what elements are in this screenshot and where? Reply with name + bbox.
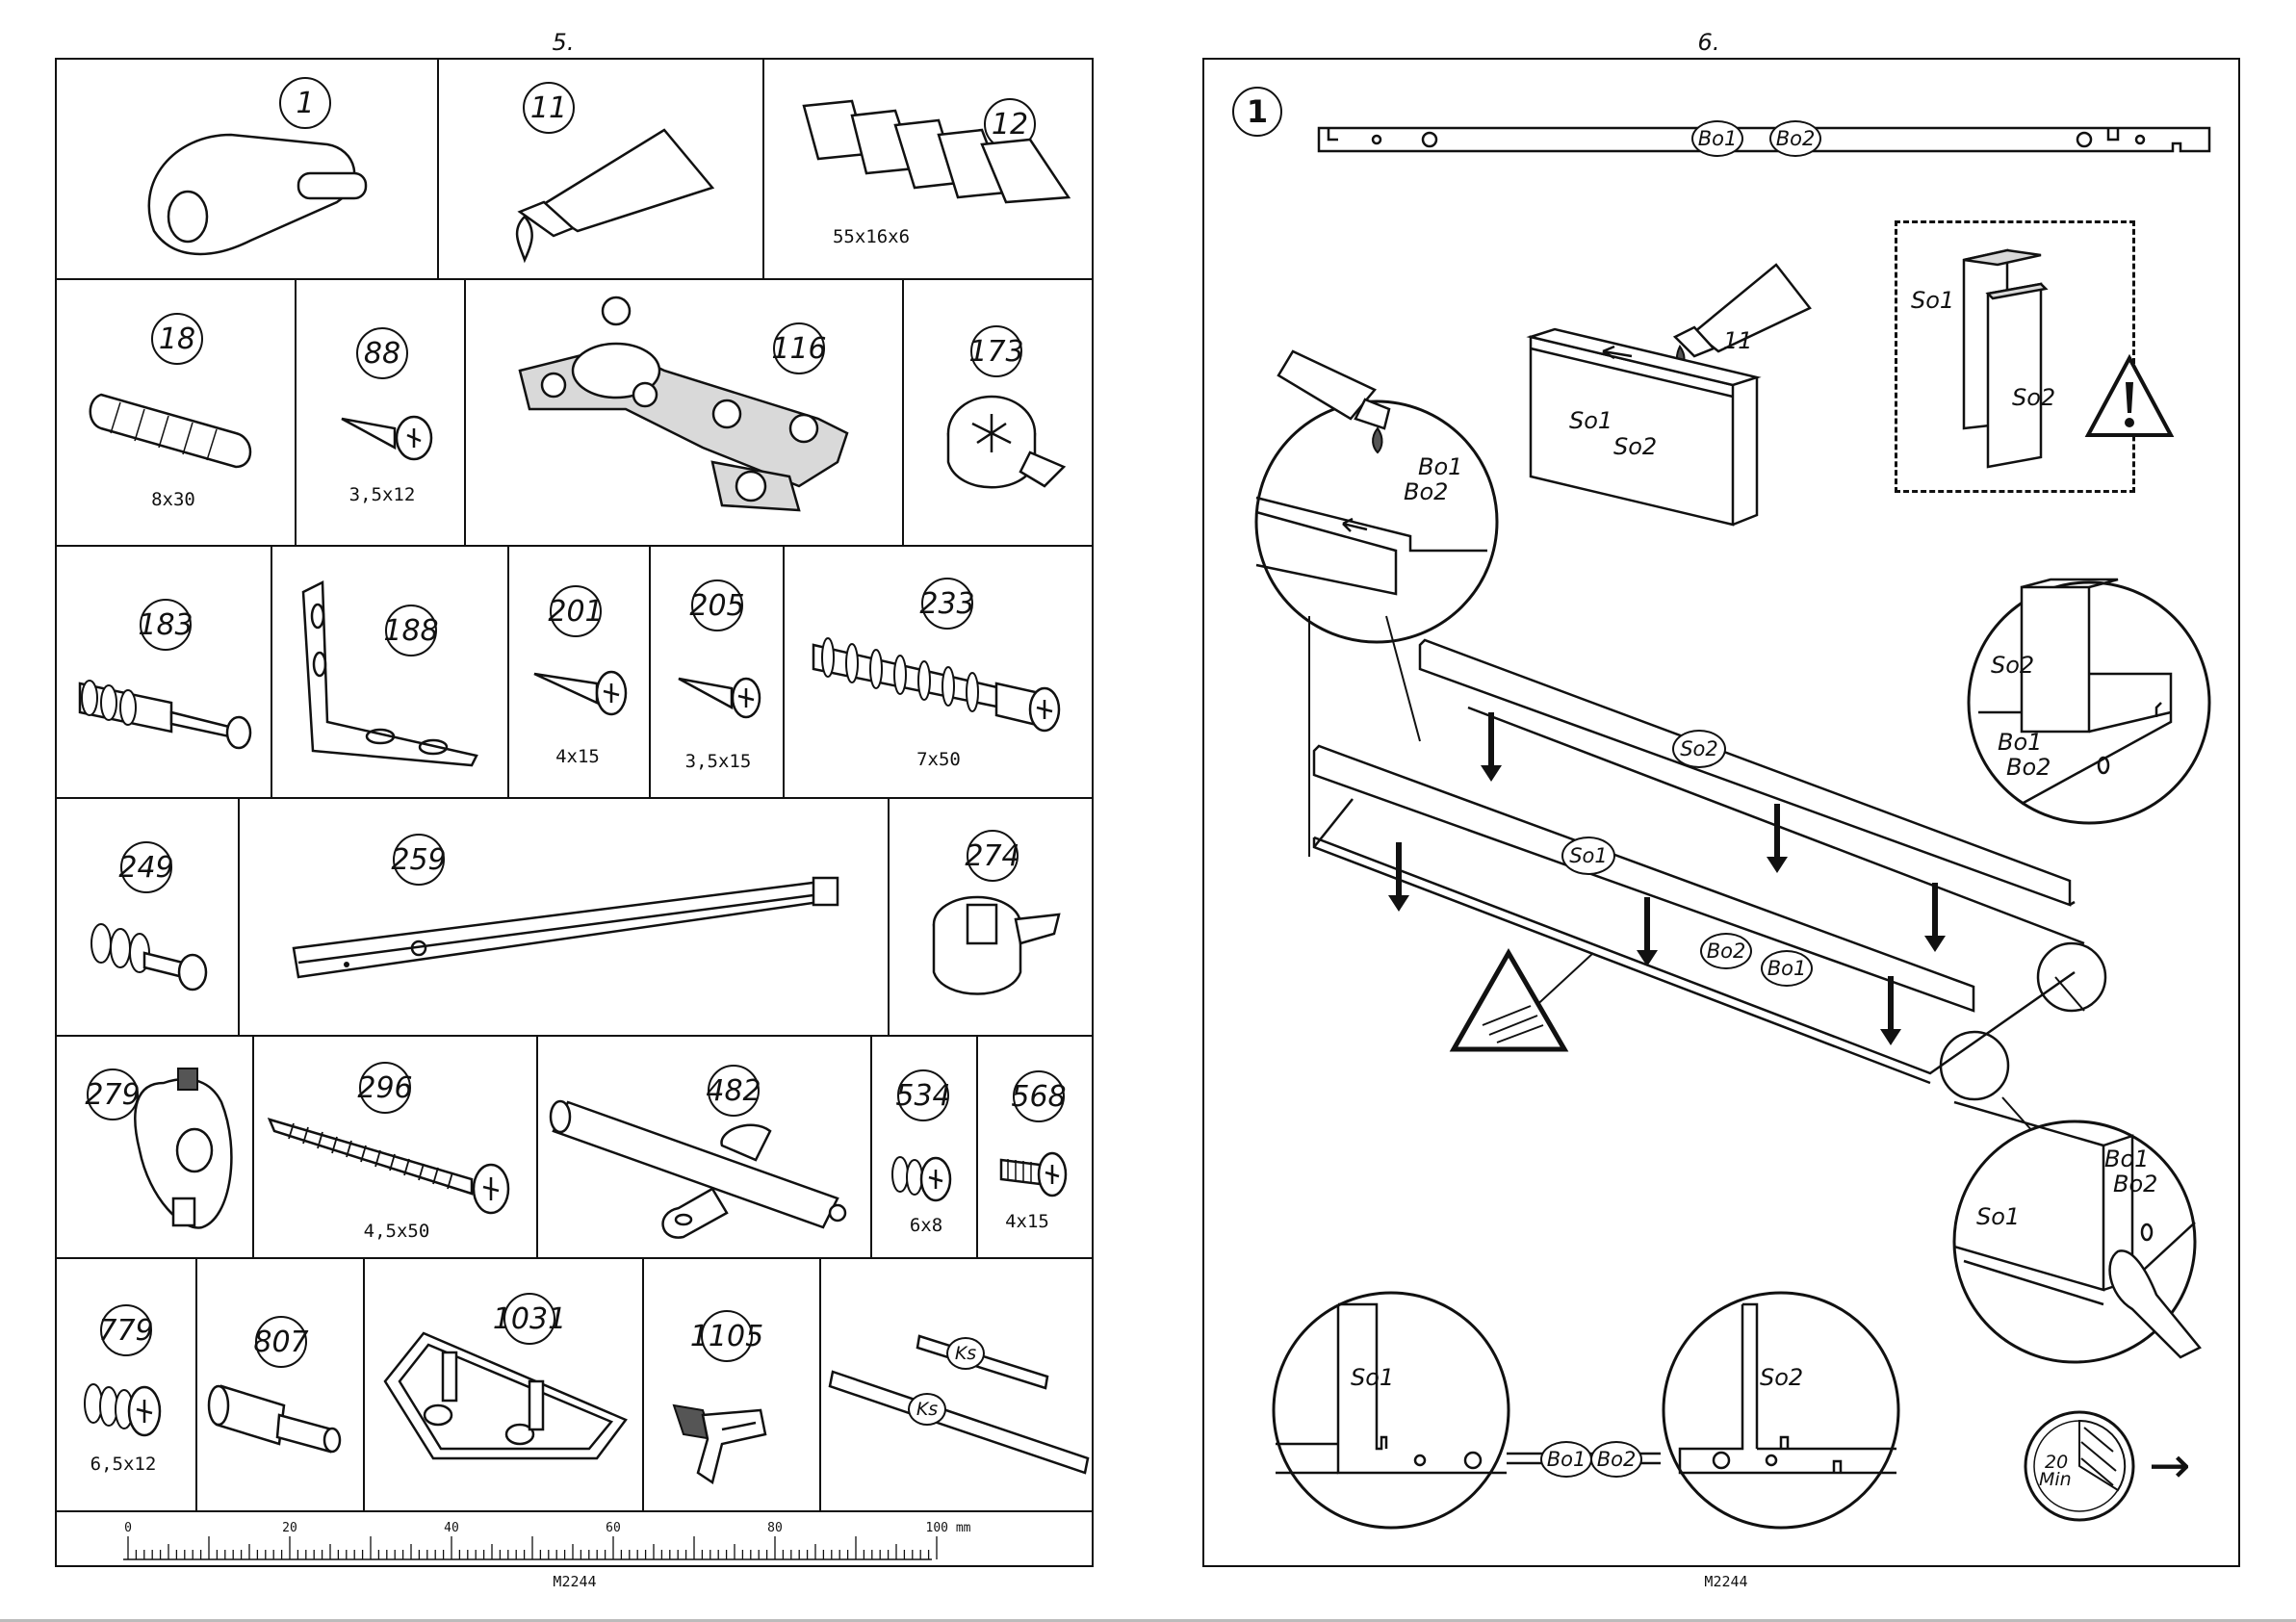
glue-tube-icon [520,111,732,255]
rail-end-views-drawing [1271,1275,1896,1545]
rail-so1-label: So1 [1561,837,1615,875]
surface-caution-triangle-icon [1449,948,1574,1059]
hinge-icon [510,294,876,525]
detail-bo2-label: Bo2 [1404,478,1448,505]
right-page-number: 6. [1698,29,1720,56]
wedge-spacers-icon [799,96,1088,202]
part-274-number: 274 [967,830,1019,882]
part-249-number: 249 [120,841,172,893]
step-number-badge: 1 [1232,87,1282,137]
corner-bracket-icon [298,578,491,770]
ruler-label-100: 100 mm [926,1521,971,1535]
right-detail-so2-label: So2 [1991,652,2034,679]
right-detail-bo1-label: Bo1 [1998,729,2042,756]
ruler-label-60: 60 [606,1521,621,1535]
assembly-time-clock-icon [2022,1408,2137,1524]
cam-fitting-icon [939,395,1073,501]
rod-support-icon [125,1054,260,1247]
part-88-number: 88 [356,327,408,379]
part-ks-label-1: Ks [946,1337,985,1370]
part-12-size: 55x16x6 [833,226,910,247]
ruler-scale [123,1511,1086,1569]
screw-233-icon [809,631,1069,736]
screw-779-icon [82,1375,168,1442]
wooden-dowel-icon [91,375,265,472]
part-18-size: 8x30 [151,489,195,510]
part-534-number: 534 [897,1069,949,1121]
part-233-number: 233 [921,578,973,630]
end-view-bo2-label: Bo2 [1590,1441,1642,1478]
part-296-number: 296 [359,1062,411,1114]
part-88-size: 3,5x12 [349,484,416,505]
left-doc-code: M2244 [553,1573,596,1590]
part-807-number: 807 [255,1316,307,1368]
end-view-so2-label: So2 [1760,1364,1803,1391]
part-201-size: 4x15 [555,746,600,767]
part-233-size: 7x50 [916,749,961,770]
part-534-size: 6x8 [910,1215,942,1236]
part-296-size: 4,5x50 [364,1221,430,1242]
screw-205-icon [679,669,765,727]
part-205-size: 3,5x15 [685,751,752,772]
glue-tube-detail-icon [1269,347,1413,462]
detail-so1-circle [1949,1117,2200,1367]
ruler-label-20: 20 [282,1521,297,1535]
cam-housing-icon [924,890,1069,1006]
right-detail-bo2-label: Bo2 [2006,754,2051,781]
grooved-board-drawing [1526,327,1767,529]
part-1-number: 1 [279,77,331,129]
part-183-number: 183 [140,599,192,651]
ruler-label-0: 0 [124,1521,132,1535]
warning-triangle-icon [2084,353,2176,440]
part-779-size: 6,5x12 [90,1454,157,1475]
top-rail-bo1-label: Bo1 [1691,120,1743,157]
end-view-so1-label: So1 [1351,1364,1394,1391]
right-doc-code: M2244 [1704,1573,1747,1590]
part-568-number: 568 [1013,1070,1065,1122]
next-page-arrow[interactable]: → [2149,1442,2191,1490]
detail-so2-circle [1964,578,2214,828]
part-205-number: 205 [691,579,743,631]
shelf-support-pin-icon [207,1377,351,1463]
detail-so2-label: So2 [2012,384,2055,411]
end-view-bo1-label: Bo1 [1540,1441,1592,1478]
ruler-label-80: 80 [767,1521,783,1535]
part-173-number: 173 [970,325,1022,377]
screw-296-icon [270,1112,529,1218]
push-opener-icon [549,1093,857,1237]
mounting-plate-icon [375,1324,635,1468]
board-so2-label: So2 [1613,433,1657,460]
screw-568-icon [996,1146,1073,1203]
screw-201-icon [534,664,631,722]
shelf-clip-icon [664,1396,780,1492]
part-201-number: 201 [550,585,602,637]
cam-lock-icon [135,125,385,270]
part-779-number: 779 [100,1304,152,1356]
part-18-number: 18 [151,313,203,365]
lower-detail-bo1-label: Bo1 [2104,1146,2149,1172]
drawer-runner-icon [289,876,857,1001]
connector-bolt-249-icon [87,919,212,996]
detail-so1-label: So1 [1911,287,1954,314]
top-rail-drawing [1314,120,2219,159]
part-1105-number: 1105 [701,1310,753,1362]
board-so1-label: So1 [1569,407,1612,434]
screw-88-icon [342,404,438,472]
base-bo1-label: Bo1 [1761,950,1813,987]
connector-bolt-183-icon [75,669,258,746]
top-rail-bo2-label: Bo2 [1769,120,1821,157]
lower-detail-bo2-label: Bo2 [2113,1171,2157,1197]
ruler-label-40: 40 [444,1521,459,1535]
part-568-size: 4x15 [1005,1211,1049,1232]
base-bo2-label: Bo2 [1700,933,1752,969]
lower-detail-so1-label: So1 [1976,1203,2020,1230]
screw-534-icon [890,1150,958,1208]
part-ks-label-2: Ks [908,1393,946,1426]
time-unit: Min [2039,1471,2072,1488]
detail-bo1-label: Bo1 [1418,453,1462,480]
rail-so2-label: So2 [1672,730,1726,768]
